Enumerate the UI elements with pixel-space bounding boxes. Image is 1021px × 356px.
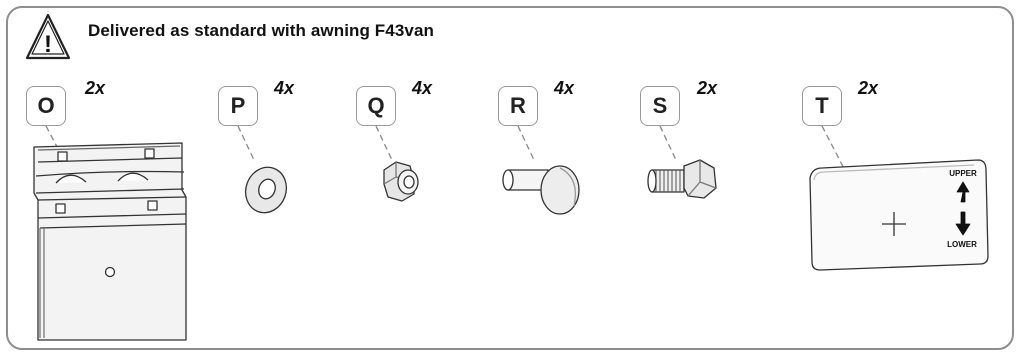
part-tag-s: S [640,86,680,126]
part-quantity-q: 4x [412,78,433,98]
lock-nut-icon [383,161,419,202]
part-quantity-p: 4x [274,78,295,98]
part-tag-p: P [218,86,258,126]
warning-triangle-icon: ! [25,13,71,60]
kit-title: Delivered as standard with awning F43van [88,21,434,40]
carriage-bolt-icon [502,165,580,215]
part-quantity-r: 4x [554,78,575,98]
lower-label: LOWER [947,240,977,249]
svg-text:!: ! [44,31,52,58]
part-tag-r: R [498,86,538,126]
hex-bolt-icon [647,159,717,199]
template-plate-icon [809,159,989,271]
part-tag-t: T [802,86,842,126]
part-tag-o: O [26,86,66,126]
part-quantity-s: 2x [697,78,718,98]
washer-icon [244,166,288,214]
part-tag-q: Q [356,86,396,126]
part-quantity-o: 2x [85,78,106,98]
part-quantity-t: 2x [858,78,879,98]
kit-frame [6,6,1014,350]
mounting-bracket-icon [33,142,187,341]
upper-label: UPPER [949,169,977,178]
